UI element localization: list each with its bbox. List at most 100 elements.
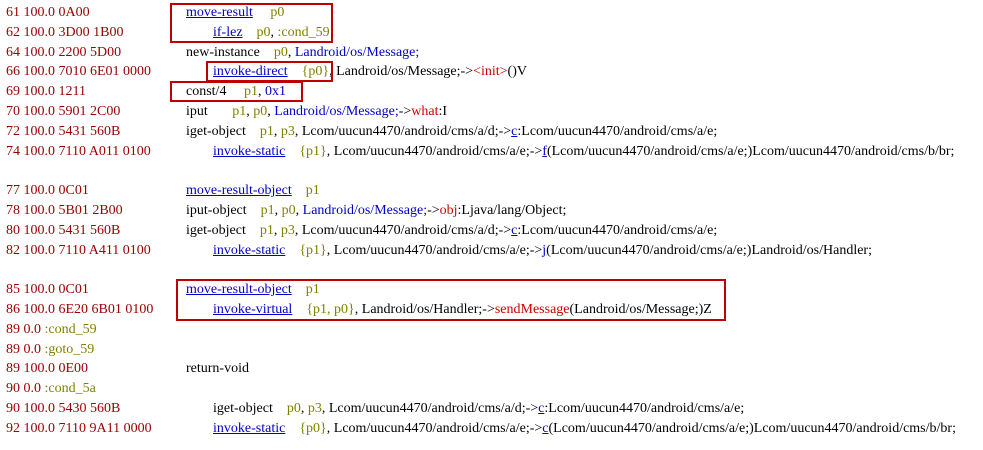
- instruction-mnemonic: new-instance: [186, 44, 260, 60]
- text-token: :Ljava/lang/Object;: [457, 202, 567, 218]
- member-name: what: [411, 103, 439, 119]
- register-token: p0: [281, 202, 296, 218]
- text-token: [285, 243, 299, 258]
- register-token: p1: [305, 183, 320, 199]
- instruction-mnemonic-link[interactable]: invoke-virtual: [213, 301, 293, 317]
- class-reference: Landroid/os/Message;: [274, 103, 399, 119]
- text-token: (Lcom/uucun4470/android/cms/a/e;)Landroi…: [546, 242, 872, 258]
- register-token: p1: [259, 123, 274, 139]
- code-line: 62 100.0 3D00 1B00 if-lez p0, :cond_59: [0, 23, 983, 43]
- instruction-mnemonic-link[interactable]: invoke-static: [213, 242, 286, 258]
- address-token: 62 100.0 3D00 1B00: [6, 24, 124, 40]
- instruction-mnemonic-link[interactable]: invoke-static: [213, 143, 286, 159]
- member-link[interactable]: f: [542, 143, 547, 159]
- instruction-body: iput p1, p0, Landroid/os/Message;->what:…: [186, 102, 447, 122]
- instruction-body: invoke-static {p0}, Lcom/uucun4470/andro…: [213, 419, 956, 439]
- register-token: p3: [307, 400, 322, 416]
- register-token: {p1}: [299, 242, 327, 258]
- instruction-body: move-result-object p1: [186, 280, 320, 300]
- address-token: 74 100.0 7110 A011 0100: [6, 143, 151, 159]
- address-token: 92 100.0 7110 9A11 0000: [6, 420, 152, 436]
- text-token: [253, 5, 271, 20]
- text-token: ,: [267, 103, 275, 119]
- code-line: 89 100.0 0E00 return-void: [0, 359, 983, 379]
- text-token: [292, 183, 306, 198]
- text-token: ,: [274, 202, 282, 218]
- instruction-body: invoke-static {p1}, Lcom/uucun4470/andro…: [213, 241, 872, 261]
- register-token: :cond_59: [44, 321, 97, 337]
- text-token: ,: [270, 24, 278, 40]
- address-token: 82 100.0 7110 A411 0100: [6, 242, 151, 258]
- text-token: ,: [257, 84, 265, 100]
- text-token: , Lcom/uucun4470/android/cms/a/d;->: [321, 400, 539, 416]
- instruction-mnemonic-link[interactable]: invoke-direct: [213, 64, 288, 80]
- instruction-mnemonic: const/4: [186, 84, 227, 100]
- member-link[interactable]: c: [511, 222, 518, 238]
- register-token: p0: [270, 5, 285, 20]
- instruction-body: return-void: [186, 359, 249, 379]
- text-token: , Landroid/os/Message;->: [329, 64, 474, 80]
- text-token: [292, 282, 306, 297]
- text-token: :Lcom/uucun4470/android/cms/a/e;: [544, 400, 745, 416]
- code-line: 90 100.0 5430 560B iget-object p0, p3, Lc…: [0, 399, 983, 419]
- instruction-body: invoke-direct {p0}, Landroid/os/Message;…: [213, 62, 527, 82]
- class-reference: Landroid/os/Message;: [302, 202, 428, 218]
- instruction-mnemonic-link[interactable]: move-result-object: [186, 183, 292, 199]
- register-token: {p0}: [299, 420, 327, 436]
- text-token: [285, 144, 299, 159]
- text-token: [260, 45, 274, 60]
- address-token: 66 100.0 7010 6E01 0000: [6, 64, 152, 80]
- instruction-mnemonic-link[interactable]: move-result-object: [186, 282, 292, 298]
- text-token: [226, 84, 244, 99]
- instruction-mnemonic-link[interactable]: move-result: [186, 5, 253, 20]
- register-token: {p0}: [301, 64, 330, 80]
- instruction-mnemonic: return-void: [186, 361, 249, 377]
- text-token: , Lcom/uucun4470/android/cms/a/e;->: [326, 242, 543, 258]
- register-token: p0: [256, 24, 271, 40]
- instruction-mnemonic-link[interactable]: invoke-static: [213, 420, 286, 436]
- address-token: 70 100.0 5901 2C00: [6, 103, 121, 119]
- member-link[interactable]: j: [542, 242, 547, 258]
- text-token: ->: [398, 103, 412, 119]
- text-token: ,: [300, 400, 308, 416]
- instruction-body: iget-object p0, p3, Lcom/uucun4470/andro…: [213, 399, 744, 419]
- address-token: 80 100.0 5431 560B: [6, 222, 121, 238]
- address-token: 90 100.0 5430 560B: [6, 400, 121, 416]
- instruction-mnemonic-link[interactable]: if-lez: [213, 24, 243, 40]
- text-token: (Lcom/uucun4470/android/cms/a/e;)Lcom/uu…: [546, 143, 955, 159]
- register-token: {p1}: [299, 143, 327, 159]
- register-token: p3: [280, 222, 295, 238]
- text-token: :Lcom/uucun4470/android/cms/a/e;: [517, 222, 718, 238]
- instruction-body: if-lez p0, :cond_59: [213, 23, 330, 43]
- code-line: 90 0.0 :cond_5a: [0, 379, 983, 399]
- address-token: 89 0.0: [6, 321, 41, 337]
- member-link[interactable]: c: [542, 420, 549, 436]
- literal-value: 0x1: [264, 84, 286, 100]
- register-token: :goto_59: [44, 341, 95, 357]
- code-line: 89 0.0 :cond_59: [0, 320, 983, 340]
- register-token: p1: [243, 84, 258, 100]
- address-token: 89 100.0 0E00: [6, 361, 89, 377]
- member-link[interactable]: c: [538, 400, 545, 416]
- blank-line: [0, 161, 983, 181]
- address-token: 90 0.0: [6, 381, 41, 397]
- code-line: 70 100.0 5901 2C00 iput p1, p0, Landroid/…: [0, 102, 983, 122]
- register-token: p0: [273, 44, 288, 60]
- instruction-mnemonic: iget-object: [186, 123, 246, 139]
- address-token: 64 100.0 2200 5D00: [6, 44, 122, 60]
- member-link[interactable]: c: [511, 123, 518, 139]
- instruction-mnemonic: iput: [186, 103, 208, 119]
- text-token: ,: [287, 44, 295, 60]
- code-line: 92 100.0 7110 9A11 0000 invoke-static {p0…: [0, 419, 983, 439]
- instruction-body: invoke-static {p1}, Lcom/uucun4470/andro…: [213, 142, 954, 162]
- instruction-body: invoke-virtual {p1, p0}, Landroid/os/Han…: [213, 300, 712, 320]
- instruction-body: iget-object p1, p3, Lcom/uucun4470/andro…: [186, 122, 717, 142]
